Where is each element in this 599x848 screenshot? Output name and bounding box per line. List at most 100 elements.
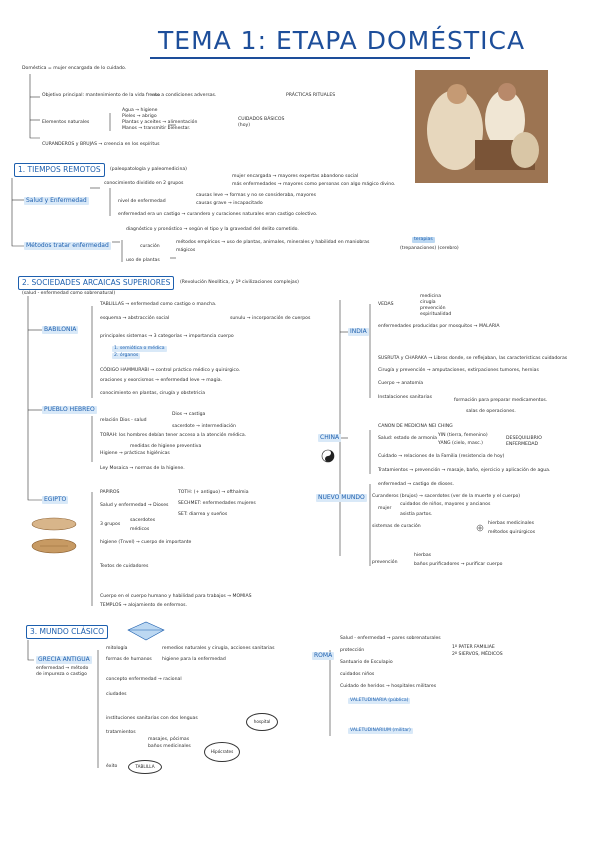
nuevo-line: hierbas medicinales [488,521,535,526]
s1-metodos-line: curación [140,244,160,249]
india-line: medicina [420,294,442,299]
india-line: salas de operaciones. [466,409,516,414]
s1-metodos-line: (trepanaciones) (cerebro) [400,246,459,251]
roma-line: protección [340,648,365,653]
india-line: cirugía [420,300,436,305]
nuevo-line: hierbas [414,553,432,558]
india-line: prevención [420,306,446,311]
nuevo-line: sistemas de curación [372,524,421,529]
heb-line: relación Dios - salud [100,418,147,423]
bab-line: TABLILLAS → enfermedad como castigo o ma… [100,302,217,307]
grecia-line: mitología [106,646,128,651]
nuevo-line: prevención [372,560,398,565]
roma-line: Cuidado de heridos → hospitales militare… [340,684,437,689]
section-2-sub2: (salud - enfermedad como sobrenatural) [22,291,116,296]
roma-line: 1º PATER FAMILIAE [452,645,495,650]
india-line: enfermedades producidas por mosquitos → … [378,324,500,329]
s1-line: más enfermedades → mayores como personas… [232,182,396,187]
tag-china: CHINA [318,434,342,442]
intro-elementos: Elementos naturales [42,120,90,125]
nuevo-line: Curanderos (brujos) → sacerdotes (ver de… [372,494,521,499]
eg-line: higiene (Tnvel) → cuerpo de importante [100,540,192,545]
tag-babilonia: BABILONIA [42,326,79,334]
india-line: SUSRUTA y CHARAKA → Libros donde, se ref… [378,356,568,361]
bab-line: CÓDIGO HAMMURABI → control práctico médi… [100,368,241,373]
s1-line: conocimiento dividido en 2 grupos [104,181,184,186]
tag-salud-enfermedad: Salud y Enfermedad [24,197,89,205]
nuevo-line: asistía partos. [400,512,433,517]
roma-line: Santuario de Esculapio [340,660,393,665]
grecia-line: higiene para la enfermedad [162,657,226,662]
s1-line: causas leve → formas y no se consideraba… [196,193,316,198]
roma-line: Salud - enfermedad → pares sobrenaturale… [340,636,441,641]
bab-line: principales sistemas → 3 categorías → im… [100,334,234,339]
nuevo-line: métodos quirúrgicos [488,530,536,535]
grecia-line: remedios naturales y cirugía, acciones s… [162,646,275,651]
grecia-line: masajes, pócimas [148,737,190,742]
tag-nuevo-mundo: NUEVO MUNDO [316,494,367,502]
heb-line: TORAH: los hombres debían tener acceso a… [100,433,247,438]
grecia-line: baños medicinales [148,744,191,749]
china-line: YANG (cielo, masc.) [438,441,483,446]
tag-semiotica: 1. semiótica o médica [112,346,167,352]
s1-metodos-line: diagnóstico y pronóstico → según el tipo… [126,227,299,232]
grecia-line: formas de humanos [106,657,152,662]
grecia-line: tratamientos [106,730,136,735]
india-line: formación para preparar medicamentos. [454,398,548,403]
s1-metodos-line: uso de plantas [126,258,160,263]
historical-painting-image [415,70,548,183]
grecia-line: concepto enfermedad → racional [106,677,182,682]
china-line: DESEQUILIBRIO ENFERMEDAD [506,436,542,447]
oval-hospital: hospital [246,713,278,731]
page-title: TEMA 1: ETAPA DOMÉSTICA [158,26,526,55]
eg-line: 3 grupos [100,522,121,527]
tag-organos: 2. órganos [112,353,141,359]
intro-el-item: Manos → transmitir bienestar. [122,126,191,131]
pyramid-icon [127,621,165,641]
tag-pueblo-hebreo: PUEBLO HEBREO [42,406,97,414]
roma-line: cuidados niños [340,672,375,677]
s1-metodos-line: mágicos [176,248,196,253]
nuevo-line: cuidados de niños, mayores y ancianos [400,502,491,507]
roma-line: 2º SIERVOS, MÉDICOS [452,652,503,657]
yin-yang-icon [321,449,335,463]
grecia-line: éxito [106,764,118,769]
heb-line: Ley Mosaica → normas de la higiene. [100,466,185,471]
intro-definition: Doméstica = mujer encargada de lo cuidad… [22,66,127,71]
grecia-sub: enfermedad → método de impureza o castig… [36,666,89,677]
eg-line: sacerdotes [130,518,156,523]
china-line: Salud: estado de armonía [378,436,437,441]
eg-line: SECHMET: enfermedades mujeres [178,501,256,506]
circle-plus-icon [476,524,484,532]
bab-line: sunulu → incorporación de cuerpos [230,316,311,321]
eg-line: TEMPLOS → alojamiento de enfermos. [100,603,188,608]
india-line: Cirugía y prevención → amputaciones, ext… [378,368,539,373]
heb-line: Higiene → prácticas higiénicas [100,451,170,456]
tag-metodos: Métodos tratar enfermedad [24,242,111,250]
s1-line: causas grave → incapacitado [196,201,263,206]
nuevo-line: enfermedad → castigo de dioses. [378,482,454,487]
eg-line: Textos de cuidadores [100,564,149,569]
eg-line: médicos [130,527,150,532]
section-2-heading: 2. SOCIEDADES ARCAICAS SUPERIORES [18,276,175,290]
section-1-heading: 1. TIEMPOS REMOTOS [14,163,105,177]
eg-line: TOTH: (+ antiguo) → ofthalmia [178,490,249,495]
tag-roma: ROMA [312,652,335,660]
section-2-subtitle: (Revolución Neolítica, y 1ª civilizacion… [180,280,299,285]
intro-curanderos: CURANDEROS y BRUJAS → creencia en los es… [42,142,160,147]
bab-line: oraciones y exorcismos → enfermedad leve… [100,378,223,383]
bab-line: esquema → abstracción social [100,316,170,321]
heb-line: medidas de higiene preventiva [130,444,202,449]
section-1-subtitle: (paleopatología y paleomedicina) [110,167,187,172]
tag-valetudinarium: VALETUDINARIUM (militar) [348,728,413,734]
intro-el-item: Plantas y aceites → alimentación [122,120,198,125]
india-line: VEDAS [378,302,394,307]
section-3-heading: 3. MUNDO CLÁSICO [26,625,109,639]
grecia-line: instituciones sanitarias con dos lenguas [106,716,198,721]
intro-practicas: PRÁCTICAS RITUALES [286,93,336,98]
eg-line: Cuerpo en el cuerpo humano y habilidad p… [100,594,252,599]
oval-tablilla: TABLILLA [128,760,162,774]
s1-line: enfermedad era un castigo → curandero y … [118,212,318,217]
heb-line: sacerdote → intermediación [172,424,236,429]
